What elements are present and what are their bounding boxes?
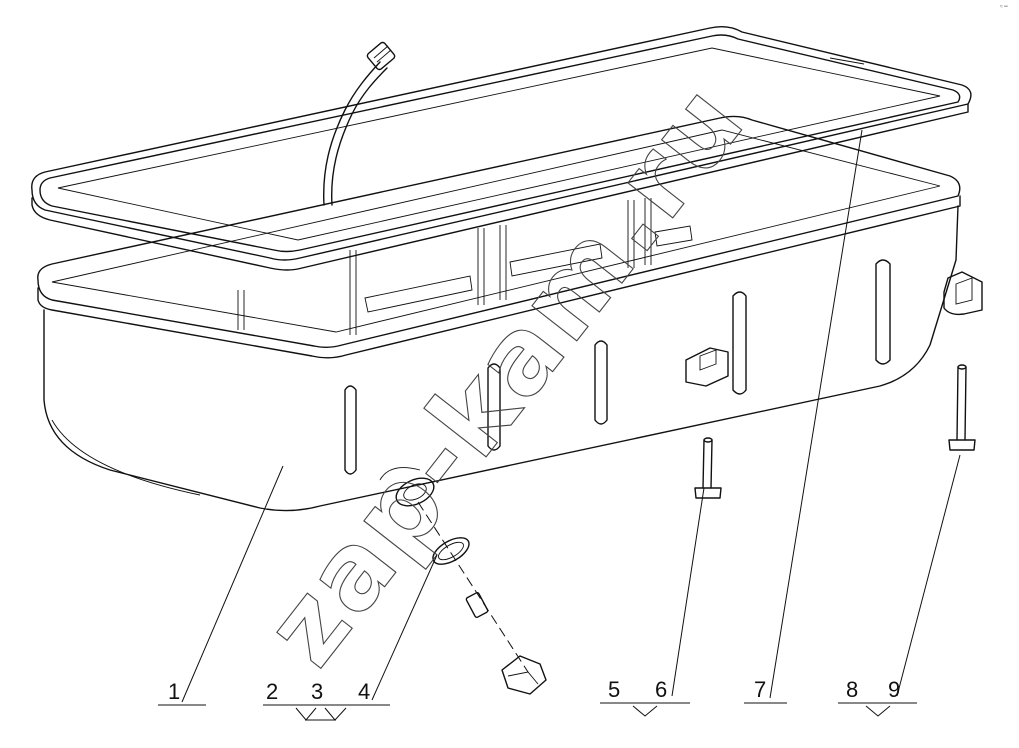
label-2: 2 [266,679,278,704]
leader-lines [181,129,961,703]
callout-2-3-4: 2 3 4 [263,679,390,721]
corner-mark: ≈ ═ [1000,4,1008,10]
label-9: 9 [888,677,900,702]
label-7: 7 [754,677,766,702]
oil-pan-gasket [31,25,972,271]
label-3: 3 [311,679,323,704]
callout-5-6: 5 6 [600,677,690,717]
label-5: 5 [608,677,620,702]
bolt-8-9 [948,364,976,451]
dipstick-tube [322,41,396,206]
watermark: zap-kam.ru [241,59,770,688]
label-1: 1 [168,679,180,704]
bolt-5-6 [694,437,722,499]
oil-pan [37,115,983,512]
label-6: 6 [655,677,667,702]
drain-assembly [417,501,547,695]
label-4: 4 [358,679,370,704]
watermark-text: zap-kam.ru [242,60,770,687]
label-8: 8 [846,677,858,702]
callout-1: 1 [158,679,206,706]
callout-8-9: 8 9 [838,677,917,717]
callout-7: 7 [744,677,787,704]
